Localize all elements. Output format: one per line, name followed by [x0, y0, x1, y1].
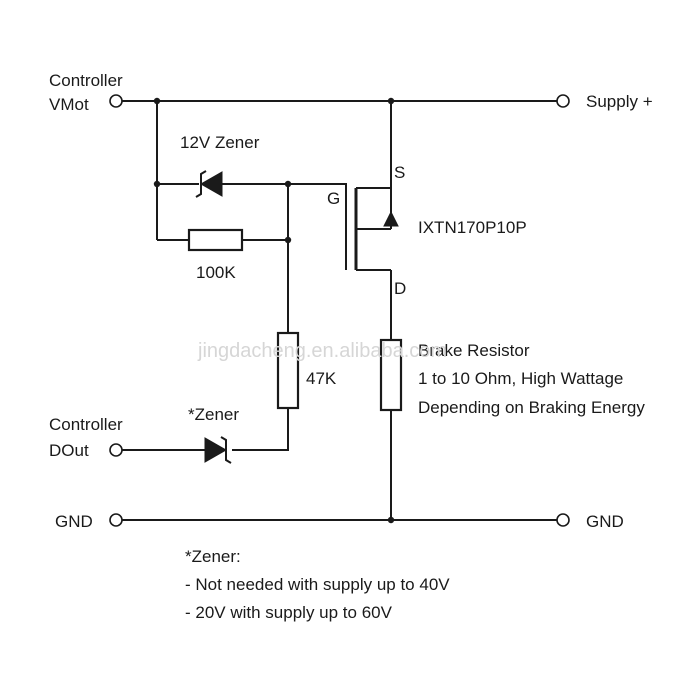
note-title: *Zener:	[185, 547, 241, 566]
terminal-vmot[interactable]	[109, 94, 123, 108]
label-controller-dout-1: Controller	[49, 415, 123, 434]
junction-100k	[284, 236, 292, 244]
watermark: jingdacheng.en.alibaba.com	[197, 340, 447, 362]
label-controller-vmot-1: Controller	[49, 71, 123, 90]
wire-gate	[288, 183, 347, 270]
terminal-dout[interactable]	[109, 443, 123, 457]
zener-12v	[157, 170, 288, 198]
label-supply-plus: Supply +	[586, 92, 653, 111]
terminal-gnd-left[interactable]	[109, 513, 123, 527]
brake-resistor	[379, 338, 403, 520]
terminal-gnd-right[interactable]	[556, 513, 570, 527]
label-gate: G	[327, 189, 340, 208]
label-brake-1: Brake Resistor	[418, 341, 530, 360]
label-source: S	[394, 163, 405, 182]
terminal-supply-plus[interactable]	[556, 94, 570, 108]
label-controller-vmot-2: VMot	[49, 95, 89, 114]
label-brake-3: Depending on Braking Energy	[418, 398, 645, 417]
mosfet	[354, 101, 399, 340]
resistor-100k	[157, 228, 288, 252]
label-brake-2: 1 to 10 Ohm, High Wattage	[418, 369, 623, 388]
label-zener-12v: 12V Zener	[180, 133, 260, 152]
resistor-47k	[232, 331, 300, 451]
note-line-1: - Not needed with supply up to 40V	[185, 575, 450, 594]
label-mosfet-part: IXTN170P10P	[418, 218, 527, 237]
label-gnd-right: GND	[586, 512, 624, 531]
label-100k: 100K	[196, 263, 236, 282]
label-drain: D	[394, 279, 406, 298]
zener-star	[122, 436, 232, 464]
label-controller-dout-2: DOut	[49, 441, 89, 460]
label-47k: 47K	[306, 369, 337, 388]
label-gnd-left: GND	[55, 512, 93, 531]
note-line-2: - 20V with supply up to 60V	[185, 603, 393, 622]
label-zener-star: *Zener	[188, 405, 239, 424]
